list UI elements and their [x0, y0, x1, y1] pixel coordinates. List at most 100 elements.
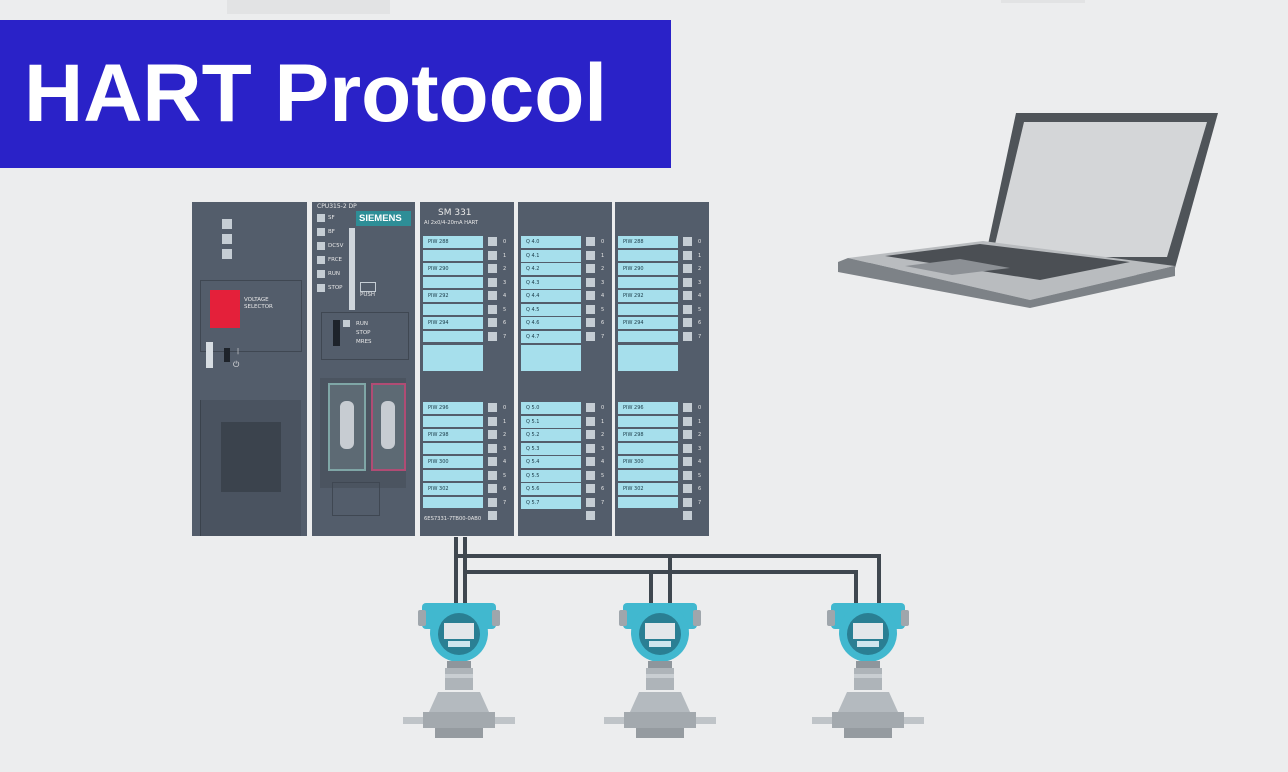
io-label-gap: [521, 345, 581, 371]
channel-number: 4: [503, 459, 507, 465]
laptop-base-edge: [838, 258, 1175, 308]
psu-terminal-cover: [200, 400, 301, 536]
flange-top: [429, 692, 489, 712]
voltage-selector-switch[interactable]: [210, 290, 240, 328]
channel-number: 7: [503, 499, 507, 506]
channel-led: [683, 304, 692, 314]
mode-indicator: [343, 320, 350, 327]
channel-number: 2: [698, 432, 702, 438]
io-label-strip-blank: [618, 497, 678, 508]
display-buttons: [448, 641, 470, 647]
channel-led: [683, 497, 692, 507]
channel-led: [488, 443, 497, 453]
mode-label: RUN: [356, 321, 368, 327]
transmitter-stem: [646, 668, 674, 690]
channel-led: [683, 416, 692, 426]
cpu-status-led: [317, 256, 325, 264]
channel-led: [488, 511, 497, 520]
channel-number: 1: [698, 252, 702, 259]
channel-number: 4: [698, 293, 702, 299]
push-button[interactable]: [360, 282, 376, 292]
io-label-strip: Q 4.1: [521, 249, 581, 262]
channel-led: [683, 430, 692, 439]
interface-panel: [320, 378, 406, 488]
channel-number: 7: [698, 333, 702, 340]
channel-number: 6: [503, 486, 507, 492]
channel-number: 3: [601, 445, 605, 452]
pressure-transmitter[interactable]: [604, 603, 716, 738]
channel-number: 2: [601, 432, 605, 438]
title-banner: HART Protocol: [0, 20, 671, 168]
profibus-dp-port[interactable]: [371, 383, 406, 471]
mode-label: STOP: [356, 330, 371, 336]
channel-led: [488, 457, 497, 466]
channel-led: [683, 277, 692, 287]
lcd-display: [444, 623, 474, 639]
stem-ring: [646, 674, 674, 678]
io-label-strip-blank: [423, 470, 483, 481]
cpu-led-label: FRCE: [328, 257, 343, 263]
channel-led: [488, 416, 497, 426]
io-label-strip-blank: [423, 331, 483, 342]
channel-number: 7: [698, 499, 702, 506]
mode-selector-key[interactable]: [333, 320, 340, 346]
io-label-strip: PIW 292: [618, 290, 678, 302]
channel-led: [488, 403, 497, 412]
power-icon: ⏻: [233, 360, 240, 369]
io-label-strip: Q 5.3: [521, 442, 581, 455]
io-label-strip: Q 4.4: [521, 290, 581, 302]
channel-led: [683, 470, 692, 480]
laptop[interactable]: [838, 113, 1218, 308]
io-label-gap: [618, 345, 678, 371]
flange-bolts: [636, 728, 684, 738]
channel-led: [586, 484, 595, 493]
channel-number: 2: [503, 432, 507, 438]
channel-number: 4: [601, 293, 605, 299]
io-label-strip: Q 5.5: [521, 469, 581, 482]
channel-led: [488, 291, 497, 300]
lcd-display: [853, 623, 883, 639]
channel-led: [586, 430, 595, 439]
channel-number: 1: [601, 418, 605, 425]
channel-led: [586, 511, 595, 520]
channel-led: [683, 484, 692, 493]
io-label-strip-blank: [618, 304, 678, 315]
channel-led: [586, 403, 595, 412]
psu-led: [222, 249, 232, 259]
laptop-screen: [992, 122, 1207, 257]
channel-led: [586, 250, 595, 260]
channel-number: 5: [698, 472, 702, 479]
io-label-strip: Q 5.7: [521, 496, 581, 509]
io-label-strip: Q 5.1: [521, 415, 581, 428]
channel-led: [683, 511, 692, 520]
pressure-transmitter[interactable]: [812, 603, 924, 738]
channel-led: [488, 484, 497, 493]
laptop-keyboard: [885, 244, 1130, 280]
channel-number: 2: [601, 266, 605, 272]
io-label-strip: PIW 290: [618, 263, 678, 275]
stem-ring: [854, 674, 882, 678]
channel-number: 6: [601, 486, 605, 492]
channel-number: 1: [503, 418, 507, 425]
power-toggle-switch[interactable]: [224, 348, 230, 362]
psu-fuse: [206, 342, 213, 368]
channel-number: 4: [698, 459, 702, 465]
channel-led: [488, 318, 497, 327]
db9-connector: [340, 401, 354, 449]
channel-led: [586, 443, 595, 453]
io-label-gap: [423, 345, 483, 371]
io-label-strip: Q 5.2: [521, 429, 581, 441]
pressure-transmitter[interactable]: [403, 603, 515, 738]
channel-led: [683, 318, 692, 327]
lcd-display: [645, 623, 675, 639]
channel-led: [488, 277, 497, 287]
psu-led: [222, 219, 232, 229]
cpu-status-led: [317, 242, 325, 250]
mpi-port[interactable]: [328, 383, 366, 471]
process-port-right: [904, 717, 924, 724]
mode-label: MRES: [356, 339, 372, 345]
io-label-strip: PIW 294: [423, 317, 483, 329]
cpu-status-led: [317, 214, 325, 222]
channel-led: [683, 403, 692, 412]
